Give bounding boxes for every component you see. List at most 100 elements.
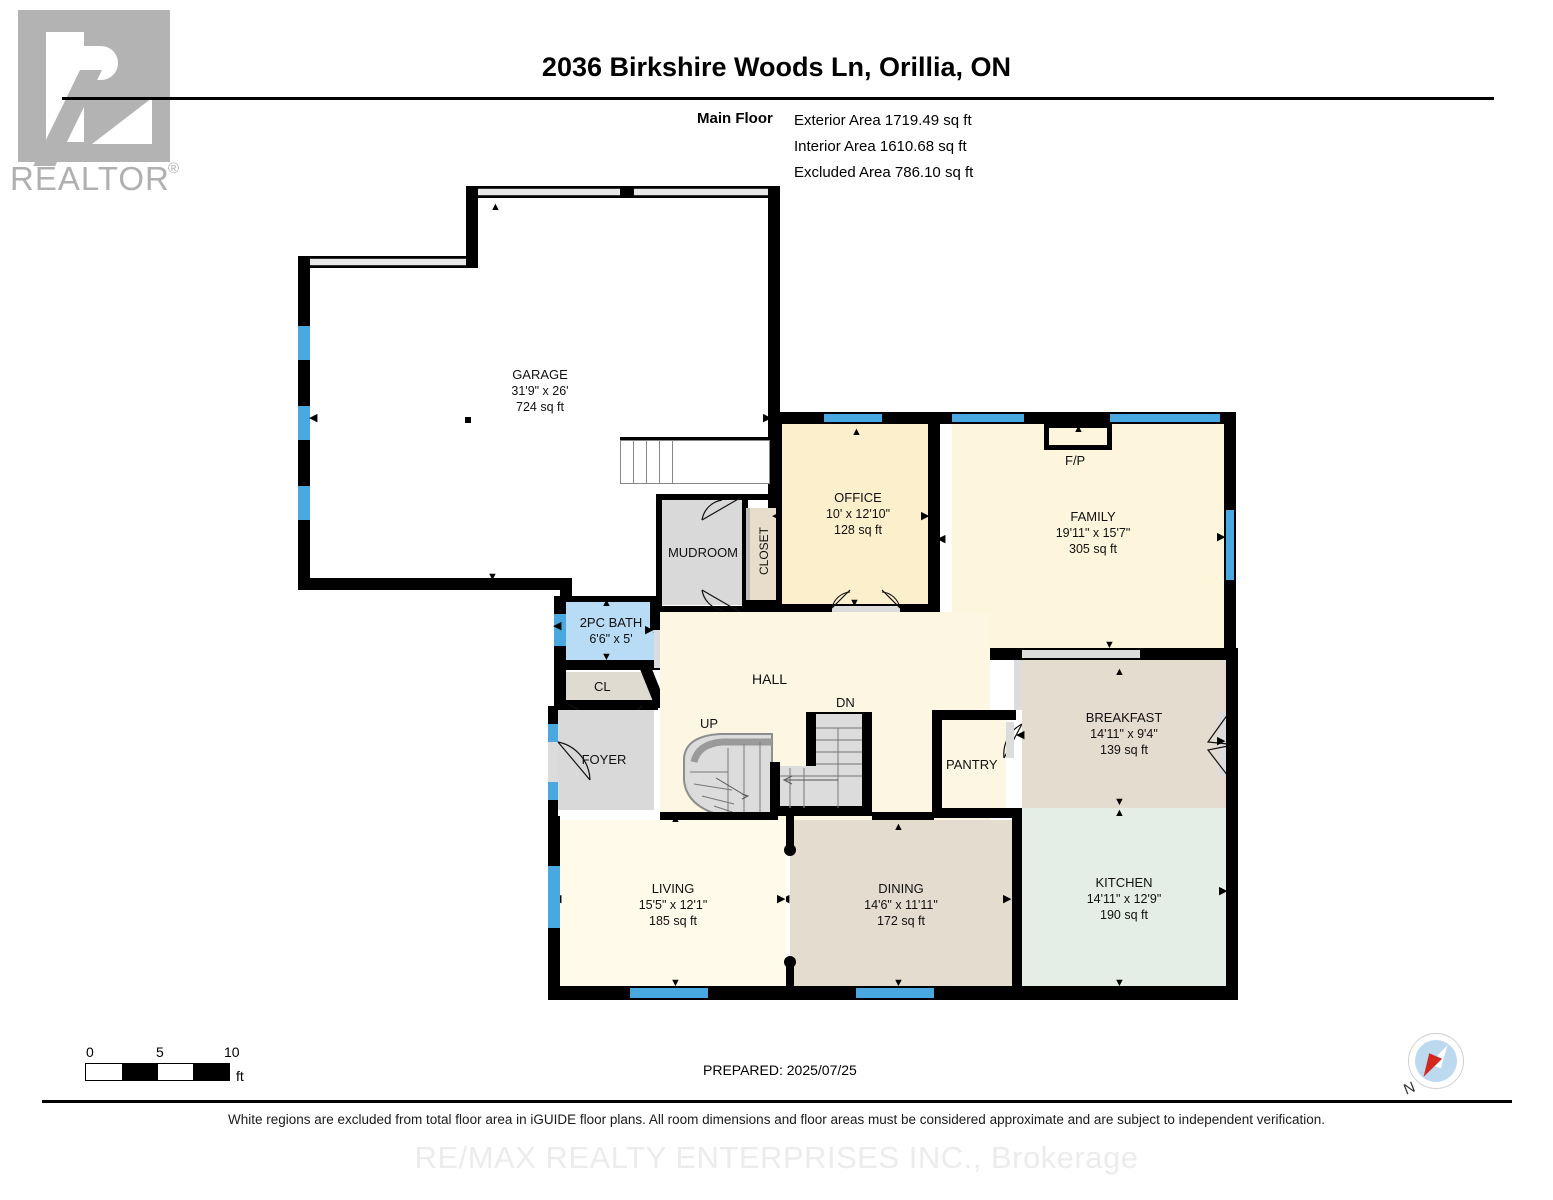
window-garage-west-upper bbox=[298, 326, 310, 360]
window-garage-north-left bbox=[478, 188, 620, 196]
dimension-arrow-office-north: ▲ bbox=[851, 426, 862, 438]
window-garage-west-mid bbox=[298, 406, 310, 440]
wall-living-dining-upper bbox=[786, 816, 794, 846]
dimension-arrow-family-south: ▼ bbox=[1104, 639, 1115, 651]
window-dining-south bbox=[856, 988, 934, 998]
room-dining-dim: 14'6" x 11'11" bbox=[864, 898, 938, 912]
wall-dn-landing-south bbox=[770, 806, 872, 816]
garage-stair-riser-3 bbox=[659, 441, 660, 483]
dimension-arrow-office-south: ▼ bbox=[849, 597, 860, 609]
dimension-arrow-kitchen-south: ▼ bbox=[1114, 977, 1125, 989]
dimension-arrow-breakfast-south: ▼ bbox=[1114, 796, 1125, 808]
dimension-arrow-family-east: ▶ bbox=[1217, 531, 1226, 543]
prepared-date: PREPARED: 2025/07/25 bbox=[703, 1062, 857, 1078]
fireplace-label: F/P bbox=[1065, 453, 1086, 468]
room-kitchen-label: KITCHEN bbox=[1095, 875, 1153, 890]
compass-disc bbox=[1415, 1040, 1457, 1082]
room-closet: CLOSET bbox=[750, 508, 778, 600]
wall-cl-south bbox=[554, 700, 658, 710]
window-office-north bbox=[824, 414, 882, 422]
dimension-arrow-dining-east: ▶ bbox=[1003, 893, 1012, 905]
fireplace-left-wall bbox=[1044, 422, 1049, 450]
dimension-arrow-dining-south: ▼ bbox=[893, 977, 904, 989]
dimension-arrow-kitchen-north: ▲ bbox=[1114, 807, 1125, 819]
wall-dn-landing-west bbox=[770, 762, 780, 816]
wall-pantry-south bbox=[932, 808, 1022, 818]
realtor-logo: REALTOR ® bbox=[8, 8, 198, 198]
window-garage-west-lower bbox=[298, 486, 310, 520]
garage-notch-fill bbox=[470, 190, 780, 260]
wall-mudroom-north bbox=[656, 494, 748, 500]
dimension-arrow-bath-east: ▶ bbox=[645, 624, 654, 636]
dimension-arrow-living-east: ▶ bbox=[777, 893, 786, 905]
dimension-arrow-family-west: ◀ bbox=[937, 533, 946, 545]
room-family: FAMILY 19'11" x 15'7" 305 sq ft bbox=[952, 418, 1234, 648]
window-foyer-lower bbox=[548, 782, 558, 800]
dimension-arrow-garage-north: ▲ bbox=[490, 201, 501, 213]
dimension-arrow-living-south: ▼ bbox=[670, 977, 681, 989]
dimension-arrow-dining-north: ▲ bbox=[893, 821, 904, 833]
dimension-arrow-breakfast-east: ▶ bbox=[1217, 735, 1226, 747]
dimension-arrow-breakfast-west: ◀ bbox=[1016, 729, 1025, 741]
room-foyer: FOYER bbox=[554, 710, 654, 810]
wall-hall-south-right bbox=[872, 812, 934, 822]
interior-area-text: Interior Area 1610.68 sq ft bbox=[794, 138, 967, 155]
dimension-arrow-breakfast-north: ▲ bbox=[1114, 666, 1125, 678]
fireplace-right-wall bbox=[1107, 422, 1112, 450]
compass-ring bbox=[1408, 1033, 1464, 1089]
wall-mudroom-east bbox=[742, 494, 748, 612]
room-pantry bbox=[942, 720, 1006, 808]
door-pantry-panel bbox=[1006, 722, 1014, 758]
staircase-up bbox=[683, 733, 773, 815]
scale-label-5: 5 bbox=[156, 1044, 164, 1060]
brokerage-watermark: RE/MAX REALTY ENTERPRISES INC., Brokerag… bbox=[414, 1140, 1139, 1175]
scale-bar bbox=[85, 1063, 230, 1081]
room-office-dim: 10' x 12'10" bbox=[825, 507, 891, 521]
door-foyer-swing bbox=[557, 741, 591, 781]
wall-mudroom-south bbox=[656, 606, 748, 612]
dimension-arrow-garage-south: ▼ bbox=[487, 571, 498, 583]
wall-closet-south bbox=[748, 600, 780, 612]
room-dining: DINING 14'6" x 11'11" 172 sq ft bbox=[790, 820, 1012, 990]
dimension-arrow-hall-south: ▲ bbox=[668, 811, 679, 823]
window-foyer-upper bbox=[548, 724, 558, 742]
door-office-opening bbox=[832, 606, 900, 614]
scale-segment-3 bbox=[157, 1064, 194, 1080]
garage-stairs bbox=[620, 440, 770, 484]
scale-segment-1 bbox=[86, 1064, 122, 1080]
door-mudroom-north bbox=[701, 497, 741, 521]
fireplace-hearth bbox=[1044, 445, 1112, 450]
room-kitchen: KITCHEN 14'11" x 12'9" 190 sq ft bbox=[1022, 808, 1226, 990]
opening-breakfast-hall bbox=[1014, 660, 1022, 710]
scale-segment-4 bbox=[193, 1064, 229, 1080]
room-breakfast-label: BREAKFAST bbox=[1085, 710, 1163, 725]
dimension-arrow-garage-west: ◀ bbox=[309, 412, 318, 424]
wall-hall-south-left bbox=[660, 812, 778, 822]
window-family-east bbox=[1226, 510, 1234, 580]
room-2pc-bath: 2PC BATH 6'6" x 5' bbox=[566, 602, 656, 660]
dimension-arrow-bath-north: ▲ bbox=[601, 597, 612, 609]
room-breakfast: BREAKFAST 14'11" x 9'4" 139 sq ft bbox=[1022, 660, 1226, 808]
garage-center-marker bbox=[465, 417, 471, 423]
scale-unit-label: ft bbox=[236, 1068, 244, 1084]
scale-label-10: 10 bbox=[224, 1044, 240, 1060]
room-living: LIVING 15'5" x 12'1" 185 sq ft bbox=[560, 820, 786, 990]
window-garage-north-right bbox=[634, 188, 768, 196]
room-family-area: 305 sq ft bbox=[1069, 542, 1117, 556]
wall-garage-south bbox=[298, 578, 570, 590]
door-bath-panel bbox=[654, 630, 662, 668]
room-kitchen-area: 190 sq ft bbox=[1100, 908, 1148, 922]
door-office-swing bbox=[831, 589, 901, 609]
dimension-arrow-kitchen-east: ▶ bbox=[1219, 885, 1228, 897]
wall-garage-nw-return bbox=[466, 186, 478, 266]
excluded-area-text: Excluded Area 786.10 sq ft bbox=[794, 164, 974, 181]
wall-garage-east bbox=[768, 186, 780, 418]
door-mudroom-south bbox=[701, 589, 741, 613]
floor-label: Main Floor bbox=[697, 110, 773, 127]
room-coat-closet-label: CL bbox=[594, 679, 611, 694]
dimension-arrow-office-east: ▶ bbox=[921, 510, 930, 522]
window-family-north-left bbox=[952, 414, 1024, 422]
room-living-dim: 15'5" x 12'1" bbox=[638, 898, 708, 912]
